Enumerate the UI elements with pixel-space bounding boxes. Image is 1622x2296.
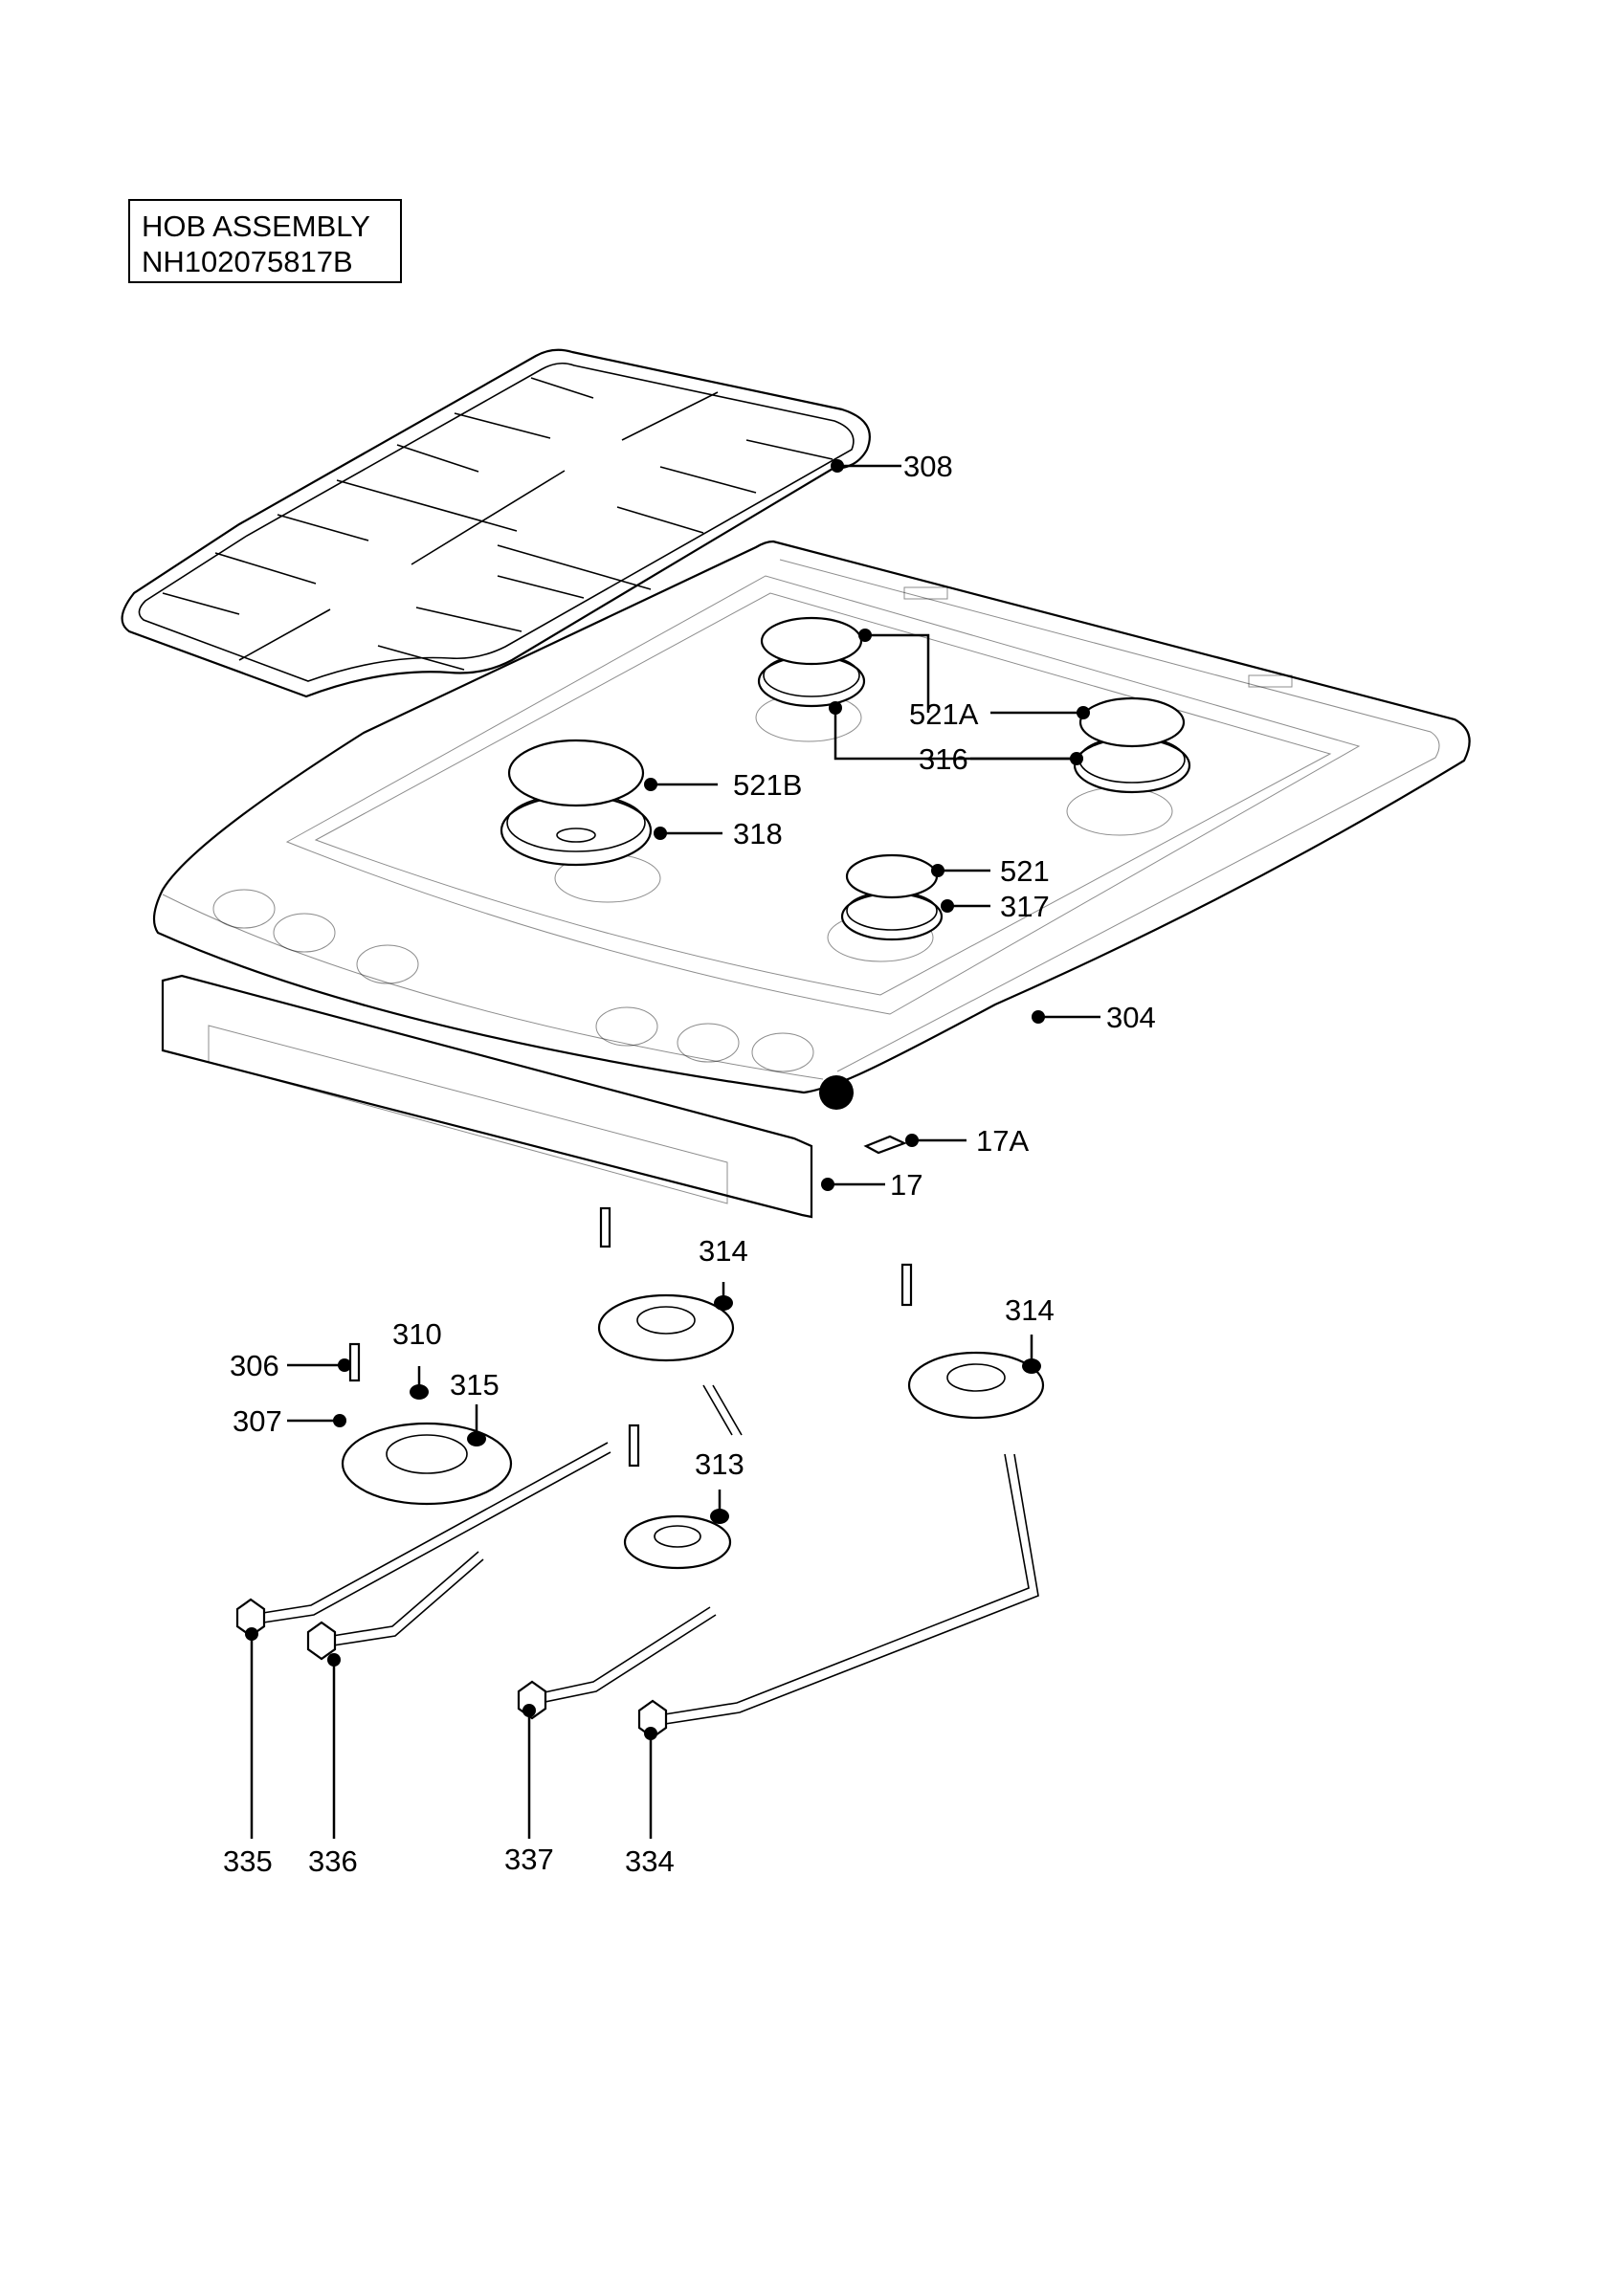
callout-307: 307 xyxy=(233,1404,282,1438)
callout-336: 336 xyxy=(308,1844,358,1878)
ignition-electrodes xyxy=(348,1206,913,1468)
callout-521b: 521B xyxy=(733,768,802,802)
callout-304: 304 xyxy=(1106,1001,1156,1034)
callout-337: 337 xyxy=(504,1843,554,1876)
callout-334: 334 xyxy=(625,1844,675,1878)
hob-top-panel xyxy=(152,540,1471,1110)
burner-body-center xyxy=(597,1293,735,1362)
pan-support-grid xyxy=(121,348,871,698)
callout-315: 315 xyxy=(450,1368,500,1402)
callout-labels: 308 521A 316 521B 318 521 317 304 17A 17… xyxy=(223,450,1156,1878)
callout-317: 317 xyxy=(1000,890,1050,923)
title-line-1: HOB ASSEMBLY xyxy=(142,210,370,243)
callout-306: 306 xyxy=(230,1349,279,1382)
callout-335: 335 xyxy=(223,1844,273,1878)
title-line-2: NH102075817B xyxy=(142,245,353,278)
burner-right xyxy=(1073,696,1191,794)
callout-521a: 521A xyxy=(909,697,979,731)
callout-313: 313 xyxy=(695,1447,744,1481)
burner-body-right xyxy=(907,1351,1045,1420)
pipe-nuts xyxy=(235,1598,668,1739)
burner-large xyxy=(500,739,653,867)
callout-318: 318 xyxy=(733,817,783,850)
front-control-trim xyxy=(161,974,813,1219)
title-box: HOB ASSEMBLY NH102075817B xyxy=(128,199,402,283)
callout-308: 308 xyxy=(903,450,953,483)
callout-17: 17 xyxy=(890,1168,922,1202)
callout-310: 310 xyxy=(392,1317,442,1351)
burner-small xyxy=(840,853,944,941)
clip-part xyxy=(863,1135,907,1155)
burner-body-large xyxy=(341,1422,513,1506)
callout-314-right: 314 xyxy=(1005,1293,1055,1327)
callout-521: 521 xyxy=(1000,854,1050,888)
gas-pipes xyxy=(250,1384,1039,1727)
burner-body-small xyxy=(623,1514,732,1570)
leader-lines xyxy=(250,464,1100,1839)
callout-316: 316 xyxy=(919,742,968,776)
callout-314-center: 314 xyxy=(699,1234,748,1268)
leader-dots xyxy=(245,459,1090,1740)
burner-rear xyxy=(757,616,866,708)
callout-17a: 17A xyxy=(976,1124,1029,1158)
